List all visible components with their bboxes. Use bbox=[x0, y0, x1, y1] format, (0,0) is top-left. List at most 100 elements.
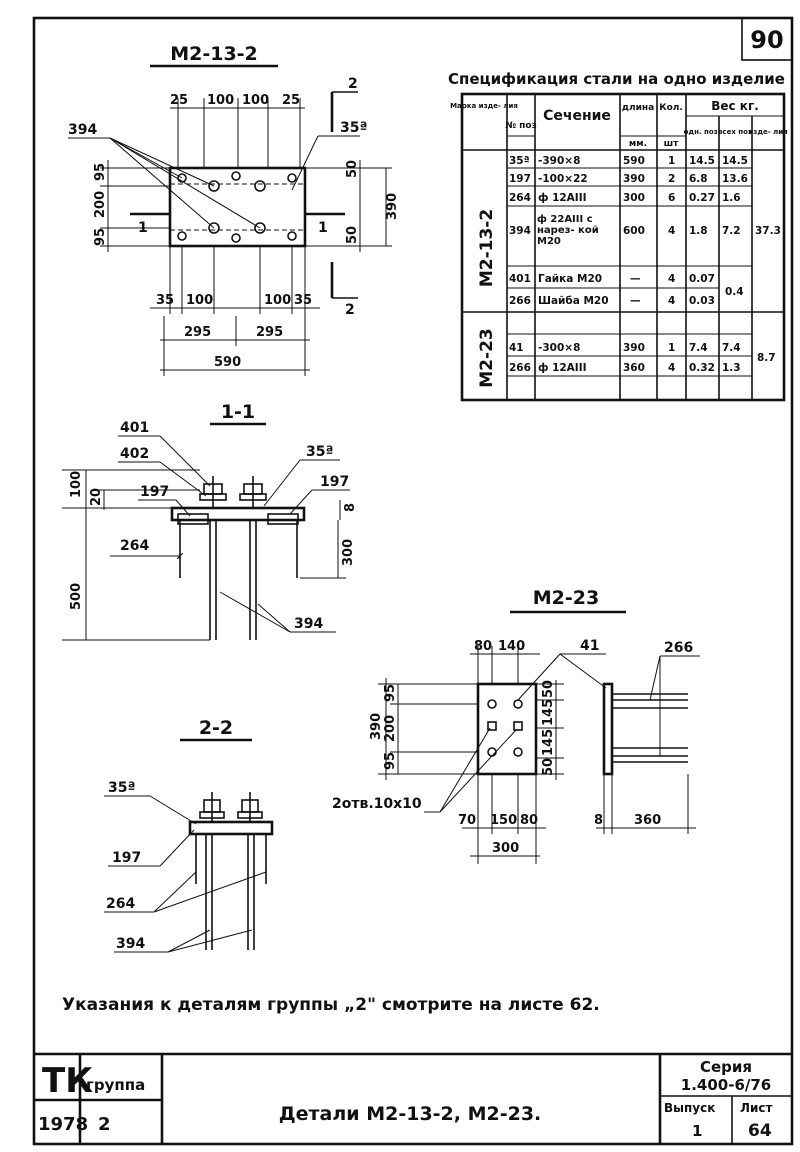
table-row: 264 ф 12АIII 300 6 0.27 1.6 bbox=[509, 192, 741, 204]
table-row: 266 ф 12АIII 360 4 0.32 1.3 bbox=[509, 362, 741, 374]
item-total-m2-13-2: 37.3 bbox=[755, 225, 781, 237]
label-394: 394 bbox=[294, 616, 323, 632]
dim-bottom-35-right: 35 bbox=[294, 293, 312, 308]
svg-text:7.2: 7.2 bbox=[722, 225, 741, 237]
embed-plate-2 bbox=[188, 820, 274, 836]
svg-text:4: 4 bbox=[668, 362, 675, 374]
dim-300: 300 bbox=[341, 539, 356, 566]
section-mark-2-bottom: 2 bbox=[345, 302, 355, 318]
svg-text:13.6: 13.6 bbox=[722, 173, 748, 185]
svg-text:7.4: 7.4 bbox=[689, 342, 708, 354]
svg-text:6: 6 bbox=[668, 192, 675, 204]
svg-text:Гайка М20: Гайка М20 bbox=[538, 273, 602, 285]
svg-text:ф 12АIII: ф 12АIII bbox=[538, 192, 587, 204]
dim-left-95-bottom: 95 bbox=[93, 228, 108, 246]
hdr-weight: Вес кг. bbox=[711, 99, 759, 113]
svg-text:590: 590 bbox=[623, 155, 645, 167]
svg-text:390: 390 bbox=[623, 173, 645, 185]
label-197-right: 197 bbox=[320, 474, 349, 490]
dim-m2-23-360: 360 bbox=[634, 813, 661, 828]
hdr-w-item: изде- лия bbox=[748, 128, 787, 136]
svg-text:266: 266 bbox=[509, 362, 531, 374]
table-row: 35ª -390×8 590 1 14.5 14.5 bbox=[509, 155, 748, 167]
view-m2-13-2: М2-13-2 25 100 100 25 394 bbox=[68, 43, 400, 376]
view-title-m2-13-2: М2-13-2 bbox=[170, 43, 258, 65]
svg-text:360: 360 bbox=[623, 362, 645, 374]
label-35a-2: 35ª bbox=[108, 780, 135, 796]
dim-top-100-left: 100 bbox=[207, 93, 234, 108]
svg-text:264: 264 bbox=[509, 192, 531, 204]
label-264: 264 bbox=[120, 538, 149, 554]
dim-100: 100 bbox=[69, 471, 84, 498]
svg-text:4: 4 bbox=[668, 225, 675, 237]
dim-bottom-295-right: 295 bbox=[256, 325, 283, 340]
dim-right-50-bottom: 50 bbox=[345, 226, 360, 244]
svg-text:600: 600 bbox=[623, 225, 645, 237]
dim-m2-23-200: 200 bbox=[383, 715, 398, 742]
hdr-w-one: одн. поз. bbox=[684, 128, 721, 136]
label-197-2: 197 bbox=[112, 850, 141, 866]
dim-left-95-top: 95 bbox=[93, 163, 108, 181]
table-row: 41 -300×8 390 1 7.4 7.4 bbox=[509, 342, 741, 354]
dim-m2-23-80-bottom: 80 bbox=[520, 813, 538, 828]
series-label: Серия bbox=[700, 1058, 752, 1076]
plate-m2-23 bbox=[476, 682, 538, 776]
sheet-value: 64 bbox=[748, 1121, 772, 1141]
dim-m2-23-390: 390 bbox=[369, 713, 384, 740]
dim-m2-23-50-bottom: 50 bbox=[541, 758, 556, 776]
year: 1978 bbox=[38, 1114, 88, 1135]
view-m2-23: М2-23 80 140 41 266 2отв.10х10 bbox=[332, 587, 700, 864]
svg-text:300: 300 bbox=[623, 192, 645, 204]
svg-text:14.5: 14.5 bbox=[722, 155, 748, 167]
issue-label: Выпуск bbox=[664, 1101, 715, 1115]
label-401: 401 bbox=[120, 420, 149, 436]
title-block: ТК группа 1978 2 Детали М2-13-2, М2-23. … bbox=[34, 1052, 792, 1144]
callout-394: 394 bbox=[68, 122, 97, 138]
hdr-length-unit: мм. bbox=[629, 139, 647, 149]
svg-text:0.27: 0.27 bbox=[689, 192, 715, 204]
series-value: 1.400-6/76 bbox=[681, 1076, 771, 1094]
table-row: 266 Шайба М20 — 4 0.03 bbox=[509, 295, 715, 307]
dim-bottom-35-left: 35 bbox=[156, 293, 174, 308]
group-mark-m2-23: М2-23 bbox=[477, 328, 497, 387]
dim-bottom-590: 590 bbox=[214, 355, 241, 370]
dim-right-50-top: 50 bbox=[345, 160, 360, 178]
svg-text:-390×8: -390×8 bbox=[538, 155, 580, 167]
svg-text:4: 4 bbox=[668, 295, 675, 307]
hdr-length: длина bbox=[622, 103, 654, 113]
dim-m2-23-145-top: 145 bbox=[541, 699, 556, 726]
spec-table: Спецификация стали на одно изделие Марка… bbox=[448, 70, 788, 402]
dim-bottom-295-left: 295 bbox=[184, 325, 211, 340]
section-1-1: 1-1 401 402 35ª 197 197 264 bbox=[62, 401, 358, 641]
dim-m2-23-8: 8 bbox=[594, 813, 603, 828]
svg-text:1: 1 bbox=[668, 342, 675, 354]
group-mark-m2-13-2: М2-13-2 bbox=[477, 209, 497, 287]
dim-m2-23-70: 70 bbox=[458, 813, 476, 828]
dim-left-200: 200 bbox=[93, 191, 108, 218]
hdr-qty-unit: шт bbox=[664, 139, 680, 149]
svg-text:-100×22: -100×22 bbox=[538, 173, 588, 185]
table-row: 401 Гайка М20 — 4 0.07 bbox=[509, 273, 715, 285]
label-266: 266 bbox=[664, 640, 693, 656]
table-row: 197 -100×22 390 2 6.8 13.6 bbox=[509, 173, 748, 185]
svg-text:41: 41 bbox=[509, 342, 524, 354]
embed-plate bbox=[170, 506, 306, 522]
bolt-holes bbox=[177, 171, 297, 243]
view-title-m2-23: М2-23 bbox=[533, 587, 599, 609]
sheet-label: Лист bbox=[740, 1101, 772, 1115]
section-mark-2-top: 2 bbox=[348, 76, 358, 92]
dim-top-100-right: 100 bbox=[242, 93, 269, 108]
merged-weight-nut-washer: 0.4 bbox=[725, 286, 744, 298]
dim-m2-23-50-top: 50 bbox=[541, 680, 556, 698]
section-2-2: 2-2 35ª 197 264 394 bbox=[104, 717, 274, 953]
dim-top-25-left: 25 bbox=[170, 93, 188, 108]
item-total-m2-23: 8.7 bbox=[757, 352, 776, 364]
sheet-number-box: 90 bbox=[741, 17, 793, 61]
svg-text:14.5: 14.5 bbox=[689, 155, 715, 167]
svg-text:4: 4 bbox=[668, 273, 675, 285]
label-197-left: 197 bbox=[140, 484, 169, 500]
svg-text:1.3: 1.3 bbox=[722, 362, 741, 374]
dim-m2-23-95-top: 95 bbox=[383, 684, 398, 702]
hdr-pos: № поз bbox=[505, 121, 537, 131]
